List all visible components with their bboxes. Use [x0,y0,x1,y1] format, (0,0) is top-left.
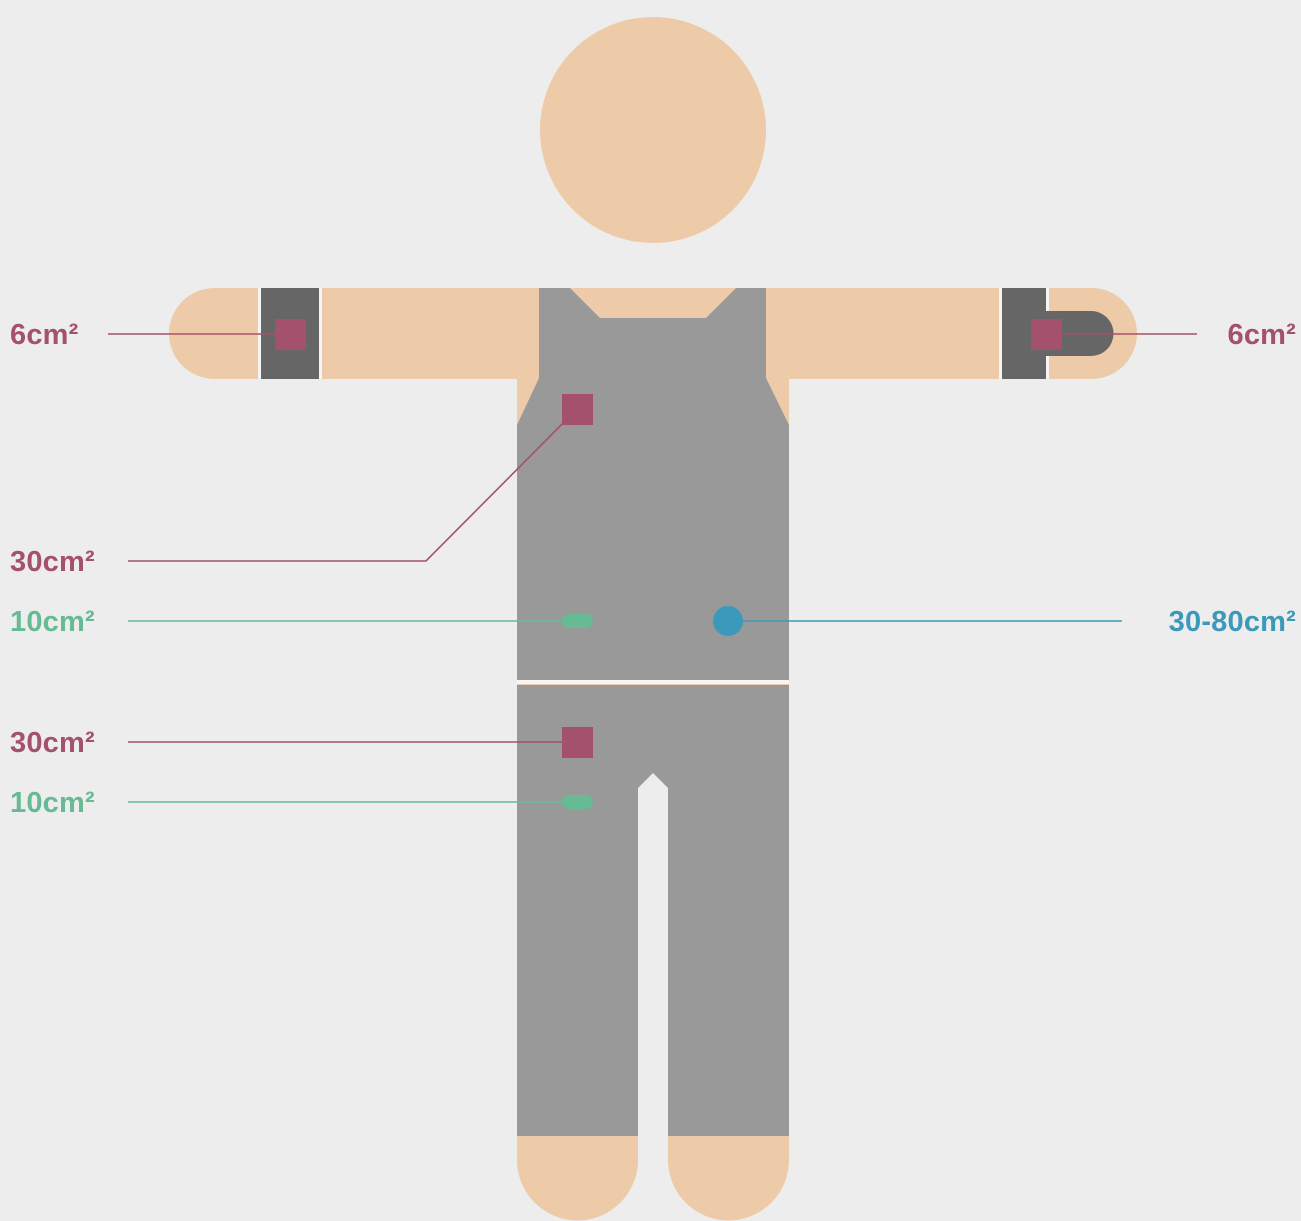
thigh-patch-label: 30cm² [10,727,95,759]
waist-sensor-icon [562,614,593,628]
waist-left-label: 10cm² [10,606,95,638]
chest-label: 30cm² [10,546,95,578]
thigh-patch-icon [562,727,593,758]
thigh-sensor-label: 10cm² [10,787,95,819]
right-wrist-patch-icon [1031,319,1062,350]
left-wrist-label: 6cm² [10,319,79,351]
head [540,17,766,243]
waist-round-sensor-icon [713,606,743,636]
waist-divider [517,680,789,684]
garment [517,288,789,1136]
left-wrist-patch-icon [275,319,306,350]
right-wrist-label: 6cm² [1228,319,1297,351]
garment-pants [517,685,789,1136]
chest-patch-icon [562,394,593,425]
waist-right-label: 30-80cm² [1169,606,1296,638]
chest-leader [128,409,577,561]
right-foot [668,1128,789,1221]
thigh-sensor-icon [562,795,593,809]
left-foot [517,1128,638,1221]
